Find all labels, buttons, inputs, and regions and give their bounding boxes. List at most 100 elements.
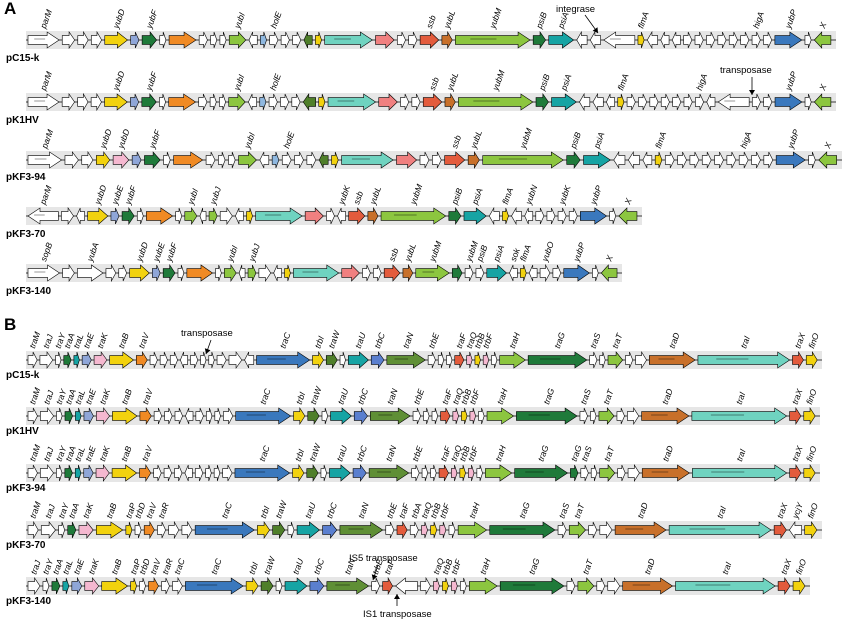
gene-unlabeled — [728, 31, 738, 49]
gene-label: traB — [119, 444, 134, 462]
gene-traW — [306, 463, 319, 483]
gene-label: finO — [804, 444, 819, 462]
gene-unlabeled — [169, 351, 178, 369]
gene-traM — [27, 407, 38, 425]
callout-arrowhead — [371, 574, 378, 580]
gene-unlabeled — [186, 264, 214, 282]
gene-label: traD — [642, 557, 657, 576]
gene-unlabeled — [76, 207, 85, 225]
gene-traI — [697, 351, 791, 369]
gene-unlabeled — [168, 31, 197, 49]
gene-label: flmA — [636, 10, 651, 30]
gene-traH — [486, 407, 515, 425]
gene-label: traI — [720, 560, 734, 576]
gene-label: traC — [278, 330, 293, 349]
gene-unlabeled — [238, 264, 246, 282]
gene-label: ssb — [387, 247, 401, 263]
gene-unlabeled — [599, 351, 606, 369]
gene-trbB — [474, 351, 481, 369]
gene-label: psiB — [449, 186, 465, 206]
gene-unlabeled — [706, 93, 716, 111]
gene-yubL — [402, 263, 414, 283]
gene-unlabeled — [411, 93, 421, 111]
gene-label: trbI — [294, 390, 308, 406]
gene-unlabeled — [195, 407, 204, 425]
gene-traB — [109, 351, 135, 369]
gene-unlabeled — [219, 31, 227, 49]
gene-yubP — [774, 31, 803, 49]
gene-traX — [792, 350, 804, 370]
gene-traA — [64, 464, 73, 482]
gene-unlabeled — [205, 464, 212, 482]
gene-trbI — [292, 463, 305, 483]
gene-traF — [382, 576, 393, 596]
gene-traQ — [421, 521, 428, 539]
gene-unlabeled — [136, 207, 144, 225]
gene-label: yubL — [468, 129, 484, 151]
gene-traB — [112, 407, 138, 425]
gene-unlabeled — [320, 464, 327, 482]
gene-unlabeled — [664, 151, 675, 169]
gene-unlabeled — [306, 151, 317, 169]
gene-unlabeled — [159, 93, 166, 111]
gene-yubA — [77, 264, 104, 282]
gene-label: traV — [140, 443, 155, 462]
gene-ssb — [422, 93, 443, 111]
gene-label: ssb — [351, 190, 365, 206]
gene-traD — [614, 521, 667, 539]
gene-unlabeled — [118, 264, 127, 282]
gene-label: flmA — [518, 243, 533, 263]
callout-label: IS1 transposase — [363, 609, 432, 620]
gene-unlabeled — [627, 150, 640, 170]
gene-unlabeled — [616, 407, 625, 425]
gene-unlabeled — [660, 93, 670, 111]
gene-trbE — [371, 577, 380, 595]
gene-label: traC — [172, 556, 187, 575]
gene-unlabeled — [626, 93, 636, 111]
gene-unlabeled — [625, 351, 634, 369]
gene-traQ — [466, 351, 473, 369]
gene-finO — [805, 350, 818, 370]
gene-label: flmA — [615, 72, 630, 92]
gene-unlabeled — [683, 31, 693, 49]
gene-label: X — [817, 83, 829, 93]
gene-label: parM — [37, 183, 54, 206]
gene-psiB — [448, 207, 462, 225]
gene-unlabeled — [491, 351, 498, 369]
gene-traA — [51, 577, 61, 595]
gene-unlabeled — [175, 207, 183, 225]
gene-trbI — [293, 406, 306, 426]
gene-label: yubD — [134, 241, 151, 264]
gene-unlabeled — [280, 93, 290, 111]
gene-traD — [641, 464, 691, 482]
gene-unlabeled — [627, 406, 640, 426]
gene-unlabeled — [318, 93, 326, 111]
gene-unlabeled — [159, 31, 167, 49]
gene-traV — [135, 350, 148, 370]
gene-traA — [64, 407, 73, 425]
gene-traJ — [27, 577, 41, 595]
gene-unlabeled — [590, 464, 598, 482]
gene-label: yubL — [402, 242, 418, 264]
gene-label: sok — [508, 246, 522, 263]
gene-traC — [234, 464, 291, 482]
gene-unlabeled — [131, 151, 142, 169]
gene-unlabeled — [284, 264, 291, 282]
gene-label: traC — [257, 443, 272, 462]
gene-traA — [63, 351, 72, 369]
gene-unlabeled — [190, 351, 199, 369]
gene-X — [818, 151, 837, 169]
gene-traF — [440, 407, 451, 425]
gene-label: yubP — [571, 241, 587, 264]
gene-label: traX — [792, 331, 807, 349]
gene-label: yubI — [224, 244, 239, 264]
gene-unlabeled — [153, 407, 163, 425]
gene-X — [600, 264, 618, 282]
gene-traD — [649, 351, 696, 369]
gene-unlabeled — [90, 92, 102, 112]
gene-unlabeled — [432, 151, 442, 169]
gene-yubI — [238, 151, 257, 169]
gene-label: yubD — [110, 70, 127, 93]
gene-label: yubF — [146, 128, 162, 151]
